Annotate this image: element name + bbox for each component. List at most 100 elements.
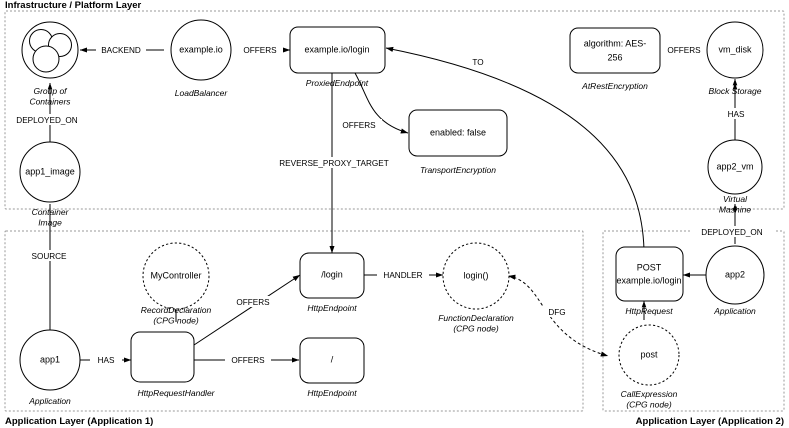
- edge-offers-proxied: OFFERS: [237, 44, 291, 55]
- node-app1[interactable]: app1 Application: [19, 329, 81, 406]
- node-http-endpoint-root[interactable]: / HttpEndpoint: [299, 337, 365, 398]
- node-app2[interactable]: app2 Application: [705, 245, 765, 316]
- edge-label-deployed-on-containers: DEPLOYED_ON: [16, 116, 78, 125]
- edge-has-handler: HAS: [80, 354, 132, 365]
- node-http-endpoint-login[interactable]: /login HttpEndpoint: [299, 252, 365, 313]
- transport-encryption-box: [408, 109, 508, 157]
- node-label-vm-disk: vm_disk: [718, 44, 752, 54]
- node-transport-encryption[interactable]: enabled: false TransportEncryption: [408, 109, 508, 175]
- node-label-http-request-post-line1: POST: [637, 262, 662, 272]
- node-http-request-handler[interactable]: HttpRequestHandler: [130, 331, 216, 398]
- edge-label-offers-transport: OFFERS: [342, 121, 376, 130]
- edge-offers-at-rest: OFFERS: [661, 44, 707, 55]
- http-request-handler-box: [130, 331, 195, 383]
- http-request-post-box: [615, 246, 684, 302]
- node-type-load-balancer: LoadBalancer: [175, 88, 229, 98]
- node-label-http-endpoint-login: /login: [321, 269, 343, 279]
- node-label-app1: app1: [40, 354, 60, 364]
- node-label-call-expression-post: post: [640, 349, 658, 359]
- app1-image-circle: [19, 141, 81, 203]
- node-label-at-rest-encryption-line1: algorithm: AES-: [584, 38, 647, 48]
- edge-label-offers-proxied: OFFERS: [243, 46, 277, 55]
- container-icon-3: [32, 45, 60, 73]
- edge-handler: HANDLER: [364, 269, 444, 280]
- node-type-http-endpoint-root: HttpEndpoint: [307, 388, 357, 398]
- boundary-application-1: [4, 230, 584, 412]
- edge-label-handler: HANDLER: [383, 271, 422, 280]
- node-type-my-controller: RecordDeclaration(CPG node): [141, 305, 212, 326]
- node-load-balancer[interactable]: example.io LoadBalancer: [170, 19, 232, 98]
- edge-label-offers-root-endpoint: OFFERS: [231, 356, 265, 365]
- node-label-app2: app2: [725, 269, 745, 279]
- node-http-request-post[interactable]: POST example.io/login HttpRequest: [615, 246, 684, 316]
- edge-label-offers-at-rest: OFFERS: [667, 46, 701, 55]
- edge-label-to: TO: [472, 58, 483, 67]
- node-my-controller[interactable]: MyController RecordDeclaration(CPG node): [141, 242, 212, 326]
- node-proxied-endpoint[interactable]: example.io/login ProxiedEndpoint: [289, 26, 386, 88]
- edge-deployed-on-containers: DEPLOYED_ON: [6, 82, 90, 142]
- my-controller-circle: [142, 242, 210, 310]
- node-vm-disk[interactable]: vm_disk Block Storage: [706, 21, 764, 96]
- node-label-http-request-post-line2: example.io/login: [616, 275, 681, 285]
- node-type-vm-disk: Block Storage: [709, 86, 762, 96]
- load-balancer-circle: [170, 19, 232, 81]
- edge-dfg: DFG: [507, 274, 609, 357]
- edge-offers-root-endpoint: OFFERS: [194, 354, 300, 365]
- app2-vm-circle: [707, 139, 763, 195]
- node-type-at-rest-encryption: AtRestEncryption: [581, 81, 648, 91]
- node-type-proxied-endpoint: ProxiedEndpoint: [306, 78, 369, 88]
- at-rest-encryption-box: [569, 27, 661, 74]
- boundary-infrastructure: [4, 10, 785, 210]
- node-call-expression-post[interactable]: post CallExpression(CPG node): [618, 324, 680, 410]
- layer-title-infrastructure: Infrastructure / Platform Layer: [5, 0, 142, 11]
- node-type-app1: Application: [28, 396, 71, 406]
- layer-title-application-1: Application Layer (Application 1): [5, 416, 153, 427]
- edge-label-source: SOURCE: [31, 252, 67, 261]
- node-type-http-request-post: HttpRequest: [625, 306, 673, 316]
- edge-offers-login-endpoint: OFFERS: [193, 274, 301, 346]
- node-label-http-endpoint-root: /: [331, 354, 334, 364]
- node-type-transport-encryption: TransportEncryption: [420, 165, 496, 175]
- node-function-declaration-login[interactable]: login() FunctionDeclaration(CPG node): [438, 242, 514, 334]
- edge-label-has-disk: HAS: [728, 110, 745, 119]
- node-label-app2-vm: app2_vm: [716, 161, 753, 171]
- edge-label-has-handler: HAS: [98, 356, 115, 365]
- edge-label-reverse-proxy-target: REVERSE_PROXY_TARGET: [279, 159, 389, 168]
- edge-source: SOURCE: [22, 204, 76, 339]
- node-label-at-rest-encryption-line2: 256: [607, 52, 622, 62]
- edge-label-offers-login-endpoint: OFFERS: [236, 298, 270, 307]
- node-type-http-endpoint-login: HttpEndpoint: [307, 303, 357, 313]
- edge-backend: BACKEND: [79, 44, 164, 55]
- http-endpoint-login-box: [299, 252, 365, 299]
- proxied-endpoint-box: [289, 26, 386, 74]
- edge-to: TO: [385, 46, 645, 251]
- node-label-app1-image: app1_image: [25, 166, 75, 176]
- node-label-load-balancer: example.io: [179, 44, 223, 54]
- edge-has-disk: HAS: [718, 82, 754, 140]
- node-type-function-declaration-login: FunctionDeclaration(CPG node): [438, 313, 514, 334]
- node-type-call-expression-post: CallExpression(CPG node): [621, 389, 678, 410]
- layer-title-application-2: Application Layer (Application 2): [636, 416, 784, 427]
- node-label-proxied-endpoint: example.io/login: [304, 44, 369, 54]
- edge-reverse-proxy-target: REVERSE_PROXY_TARGET: [268, 72, 400, 254]
- node-label-function-declaration-login: login(): [463, 270, 488, 280]
- http-endpoint-root-box: [299, 337, 365, 384]
- function-declaration-login-circle: [442, 242, 510, 310]
- node-type-http-request-handler: HttpRequestHandler: [137, 388, 215, 398]
- node-label-transport-encryption: enabled: false: [430, 127, 486, 137]
- node-at-rest-encryption[interactable]: algorithm: AES- 256 AtRestEncryption: [569, 27, 661, 91]
- node-type-app2: Application: [713, 306, 756, 316]
- edge-deployed-on-vm: DEPLOYED_ON: [690, 203, 774, 244]
- edge-label-dfg: DFG: [548, 308, 565, 317]
- edge-label-deployed-on-vm: DEPLOYED_ON: [701, 228, 763, 237]
- node-label-my-controller: MyController: [150, 270, 201, 280]
- edge-label-backend: BACKEND: [101, 46, 141, 55]
- app1-circle: [19, 329, 81, 391]
